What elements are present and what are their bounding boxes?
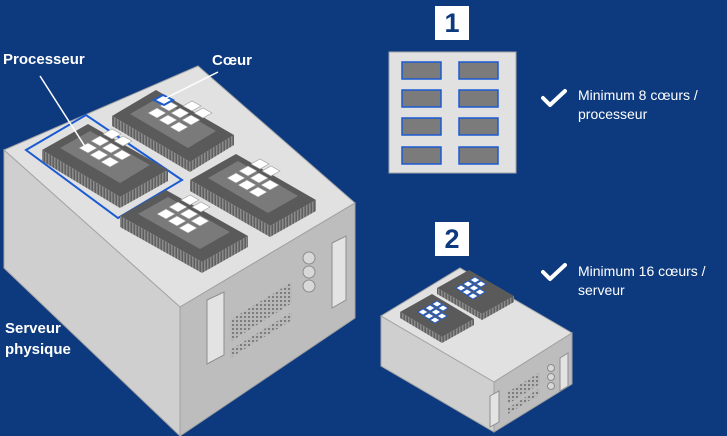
small-server xyxy=(380,267,573,433)
option-2-badge: 2 xyxy=(435,222,469,256)
server-label: Serveur xyxy=(5,320,61,337)
core-label: Cœur xyxy=(212,52,252,69)
processor-label: Processeur xyxy=(3,51,85,68)
option-1-text-line2: processeur xyxy=(578,106,648,122)
option-2-text-line1: Minimum 16 cœurs / xyxy=(578,263,706,279)
option-1-badge: 1 xyxy=(435,6,469,40)
check-icon xyxy=(541,89,567,107)
processor-core-layout xyxy=(388,51,517,174)
check-icon xyxy=(541,263,567,281)
server-label-line2: physique xyxy=(5,341,71,358)
large-server xyxy=(3,65,356,436)
option-2-text-line2: serveur xyxy=(578,282,625,298)
option-1-text-line1: Minimum 8 cœurs / xyxy=(578,87,698,103)
